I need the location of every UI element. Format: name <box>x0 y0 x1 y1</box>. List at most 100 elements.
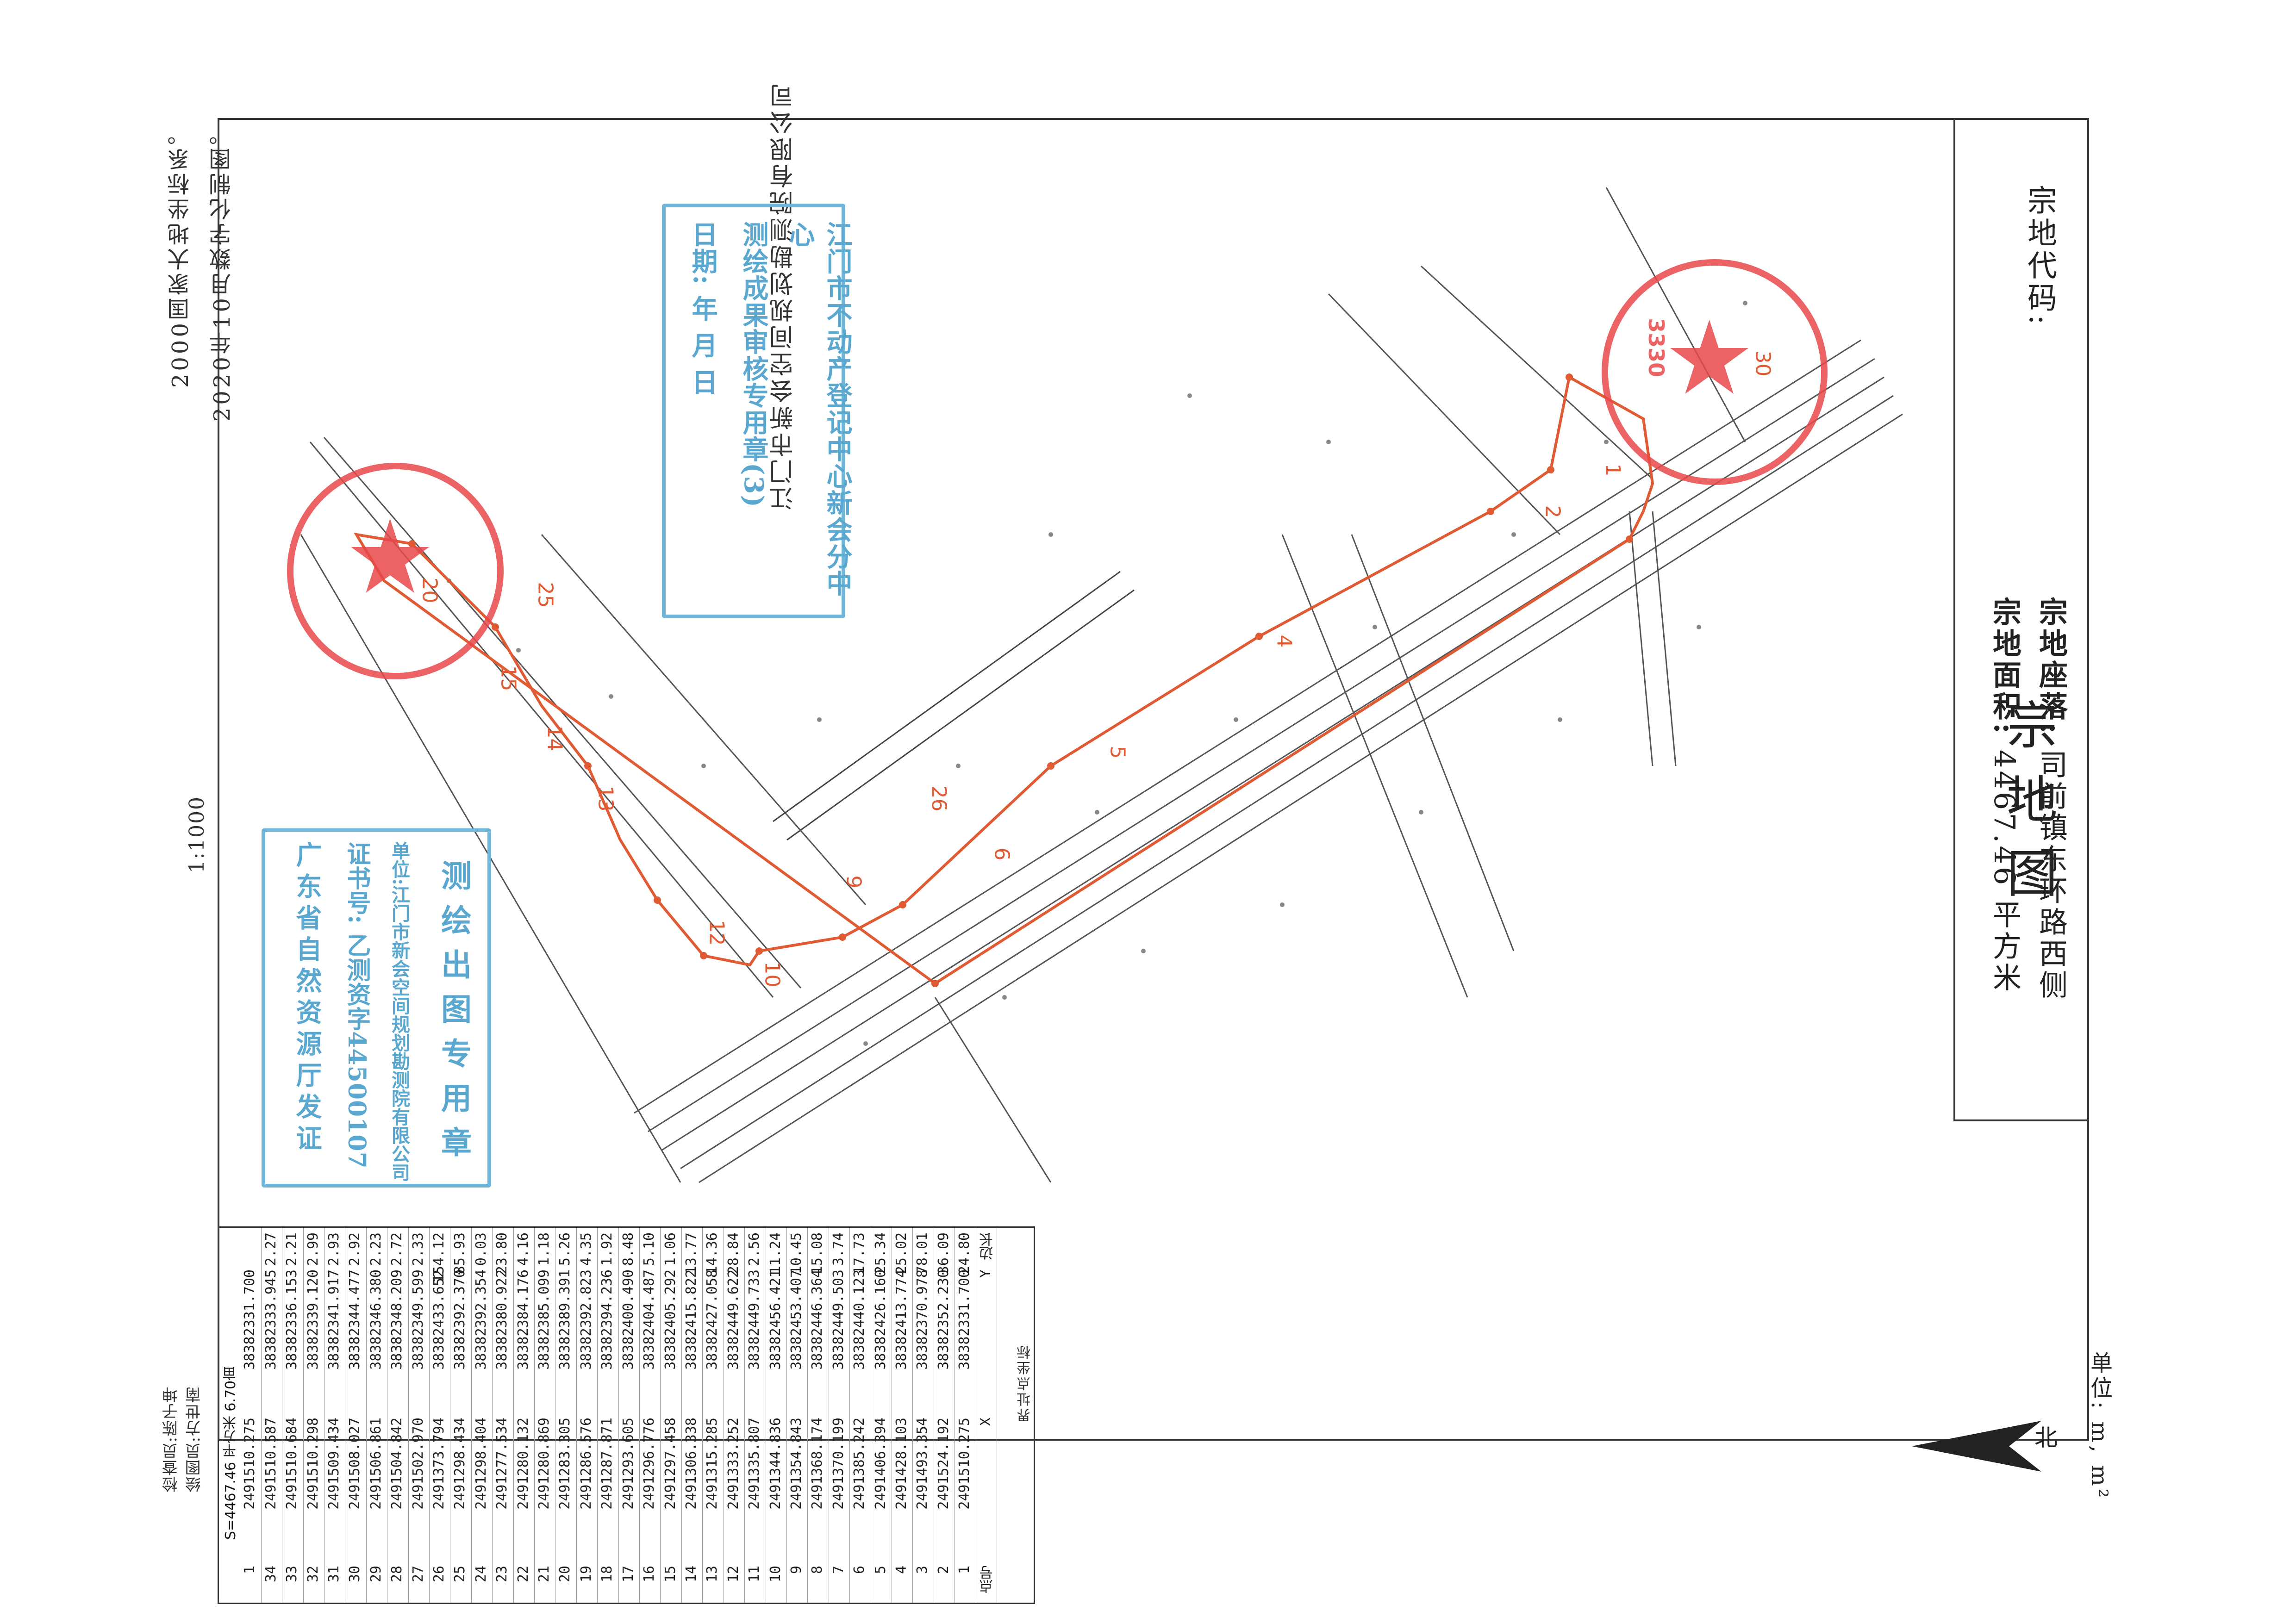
table-cell: 10.45 <box>788 1232 805 1275</box>
table-cell: 2491286.576 <box>578 1418 594 1510</box>
table-cell: 4.35 <box>578 1232 594 1266</box>
table-cell: 38382333.945 <box>262 1269 279 1370</box>
table-cell: 24 <box>473 1566 489 1583</box>
table-cell: 25.34 <box>872 1232 889 1275</box>
table-cell: 0.03 <box>473 1232 489 1266</box>
drawer-signature: 绘图员:方世南 <box>185 1386 204 1492</box>
star-icon: ★ <box>344 498 436 616</box>
point-label: 1 <box>1601 463 1625 477</box>
star-icon: ★ <box>1664 299 1755 417</box>
point-label: 14 <box>543 725 567 752</box>
table-cell: 2491277.534 <box>494 1418 511 1510</box>
table-cell: 78.01 <box>914 1232 931 1275</box>
table-cell: 2491510.298 <box>305 1418 321 1510</box>
table-cell: 38382456.421 <box>767 1269 784 1370</box>
table-cell: 8 <box>809 1566 826 1574</box>
table-cell: 2491504.842 <box>389 1418 406 1510</box>
table-cell: 17 <box>620 1566 636 1583</box>
point-label: 26 <box>927 785 951 812</box>
table-cell: 23.80 <box>494 1232 511 1275</box>
table-cell: 38382349.599 <box>410 1269 426 1370</box>
survey-stamp-issuer: 广东省自然资源厅发证 <box>292 841 322 1156</box>
table-cell: 点号 <box>979 1566 996 1593</box>
table-cell: 2491428.103 <box>893 1418 910 1510</box>
table-cell: 38382336.153 <box>284 1269 300 1370</box>
table-cell: 7 <box>830 1566 847 1574</box>
table-cell: X <box>977 1418 994 1426</box>
table-cell: 2.23 <box>368 1232 384 1266</box>
table-cell: 38382344.477 <box>347 1269 363 1370</box>
map-note-line2: 2000国家大地坐标系。 <box>168 120 193 388</box>
table-cell: 1.06 <box>662 1232 679 1266</box>
table-cell: 36.09 <box>935 1232 952 1275</box>
table-cell: 85.93 <box>452 1232 468 1275</box>
table-cell: 2491344.836 <box>767 1418 784 1510</box>
north-arrow-icon <box>1912 1421 2041 1472</box>
table-cell: 15 <box>662 1566 679 1583</box>
point-label: 13 <box>593 785 618 812</box>
parcel-location-value: 司前镇东环路西侧 <box>2034 750 2068 1001</box>
table-cell: 12 <box>725 1566 742 1583</box>
table-cell: 5 <box>872 1566 889 1574</box>
point-label: 2 <box>1541 505 1565 518</box>
table-cell: 154.12 <box>431 1232 448 1283</box>
table-cell: 2491508.027 <box>347 1418 363 1510</box>
table-cell: 2491297.458 <box>662 1418 679 1510</box>
table-cell: 2491283.305 <box>557 1418 574 1510</box>
table-cell: 2491315.285 <box>704 1418 721 1510</box>
table-cell: 20 <box>557 1566 574 1583</box>
table-cell: 2.21 <box>284 1232 300 1266</box>
table-cell: 38382384.176 <box>515 1269 531 1370</box>
unit-label: 单位: m, m² <box>2086 1351 2112 1501</box>
table-cell: 38382331.700 <box>242 1269 258 1370</box>
table-cell: 2.27 <box>262 1232 279 1266</box>
table-cell: 38382331.700 <box>956 1269 973 1370</box>
table-cell: 2491510.684 <box>284 1418 300 1510</box>
table-cell: 34 <box>262 1566 279 1583</box>
table-cell: 2491385.242 <box>851 1418 868 1510</box>
table-cell: 2491368.174 <box>809 1418 826 1510</box>
table-cell: 2491293.605 <box>620 1418 636 1510</box>
table-cell: 38382341.917 <box>326 1269 343 1370</box>
table-cell: 2491502.970 <box>410 1418 426 1510</box>
coord-table-title: 界址点坐标 <box>1017 1343 1033 1422</box>
table-cell: 1 <box>242 1566 258 1574</box>
parcel-area-value: 4467.46 平方米 <box>1988 750 2021 995</box>
table-cell: 2491509.434 <box>326 1418 343 1510</box>
table-cell: 2491298.434 <box>452 1418 468 1510</box>
table-cell: 38382449.503 <box>830 1269 847 1370</box>
table-cell: 38382426.160 <box>872 1269 889 1370</box>
table-cell: 1.18 <box>536 1232 553 1266</box>
point-label: 4 <box>1272 634 1296 648</box>
table-cell: 38382446.364 <box>809 1269 826 1370</box>
table-cell: 2491287.871 <box>599 1418 616 1510</box>
fence-hatch <box>773 571 1135 841</box>
table-cell: 2491370.199 <box>830 1418 847 1510</box>
table-cell: 38382427.058 <box>704 1269 721 1370</box>
table-cell: 38382370.978 <box>914 1269 931 1370</box>
table-cell: 6 <box>851 1566 868 1574</box>
table-cell: 24.80 <box>956 1232 973 1275</box>
table-cell: 25.02 <box>893 1232 910 1275</box>
table-cell: 2491510.275 <box>242 1418 258 1510</box>
table-cell: 8.48 <box>620 1232 636 1266</box>
